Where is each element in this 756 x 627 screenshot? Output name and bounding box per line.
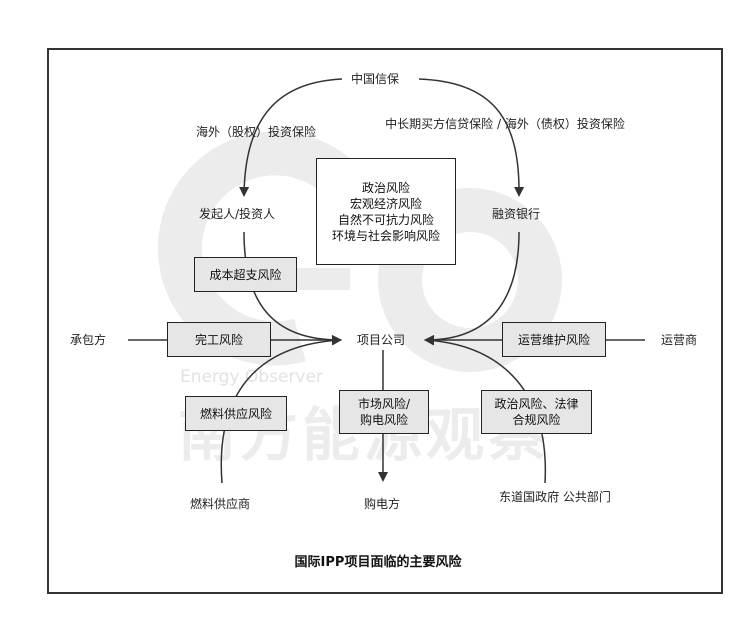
- risk-political-legal-line2: 合规风险: [512, 413, 561, 427]
- arrow-fuel-to-project: [220, 335, 342, 484]
- central-risk-1: 政治风险: [361, 180, 410, 195]
- central-risk-2: 宏观经济风险: [349, 196, 422, 211]
- risk-political-legal-line1: 政治风险、法律: [494, 397, 579, 411]
- node-host-government-line1: 东道国政府: [499, 490, 560, 504]
- watermark-o-shape: [378, 188, 562, 372]
- label-bank-insurance-line2: 海外（债权）投资保险: [504, 117, 625, 131]
- central-risk-4: 环境与社会影响风险: [331, 228, 440, 243]
- risk-cost-overrun: 成本超支风险: [194, 257, 297, 292]
- risk-political-legal: 政治风险、法律 合规风险: [481, 390, 592, 434]
- diagram-frame: [47, 48, 723, 594]
- node-sponsor: 发起人/投资人: [199, 207, 276, 221]
- label-overseas-equity-insurance: 海外（股权）投资保险: [196, 125, 317, 139]
- arrow-bank-to-project: [424, 231, 520, 345]
- node-operator: 运营商: [661, 333, 698, 347]
- risk-market-line2: 购电风险: [359, 413, 408, 427]
- label-bank-insurance-line1: 中长期买方信贷保险 /: [385, 117, 502, 131]
- arrow-gov-to-project: [424, 335, 547, 484]
- arrow-sinosure-to-sponsor: [239, 78, 343, 197]
- node-offtaker: 购电方: [364, 497, 401, 511]
- risk-market-offtake: 市场风险/ 购电风险: [339, 390, 429, 434]
- central-risk-box: 政治风险 宏观经济风险 自然不可抗力风险 环境与社会影响风险: [316, 158, 456, 265]
- node-project-company: 项目公司: [357, 333, 406, 347]
- risk-market-line1: 市场风险/: [357, 397, 411, 411]
- node-sinosure: 中国信保: [351, 72, 400, 86]
- node-host-government-line2: 公共部门: [562, 490, 611, 504]
- risk-operation-maintenance: 运营维护风险: [502, 322, 606, 357]
- central-risk-3: 自然不可抗力风险: [337, 212, 434, 227]
- node-contractor: 承包方: [70, 333, 107, 347]
- diagram-title: 国际IPP项目面临的主要风险: [294, 555, 462, 570]
- risk-completion: 完工风险: [167, 322, 271, 357]
- node-fuel-supplier: 燃料供应商: [190, 497, 251, 511]
- arrow-sponsor-to-project: [243, 231, 342, 345]
- risk-fuel-supply: 燃料供应风险: [185, 396, 287, 431]
- node-host-government: 东道国政府 公共部门: [499, 489, 611, 505]
- label-bank-insurance: 中长期买方信贷保险 / 海外（债权）投资保险: [385, 116, 625, 133]
- watermark-en-text: Energy Observer: [180, 367, 323, 387]
- node-bank: 融资银行: [492, 207, 541, 221]
- arrow-sinosure-to-bank: [418, 78, 525, 197]
